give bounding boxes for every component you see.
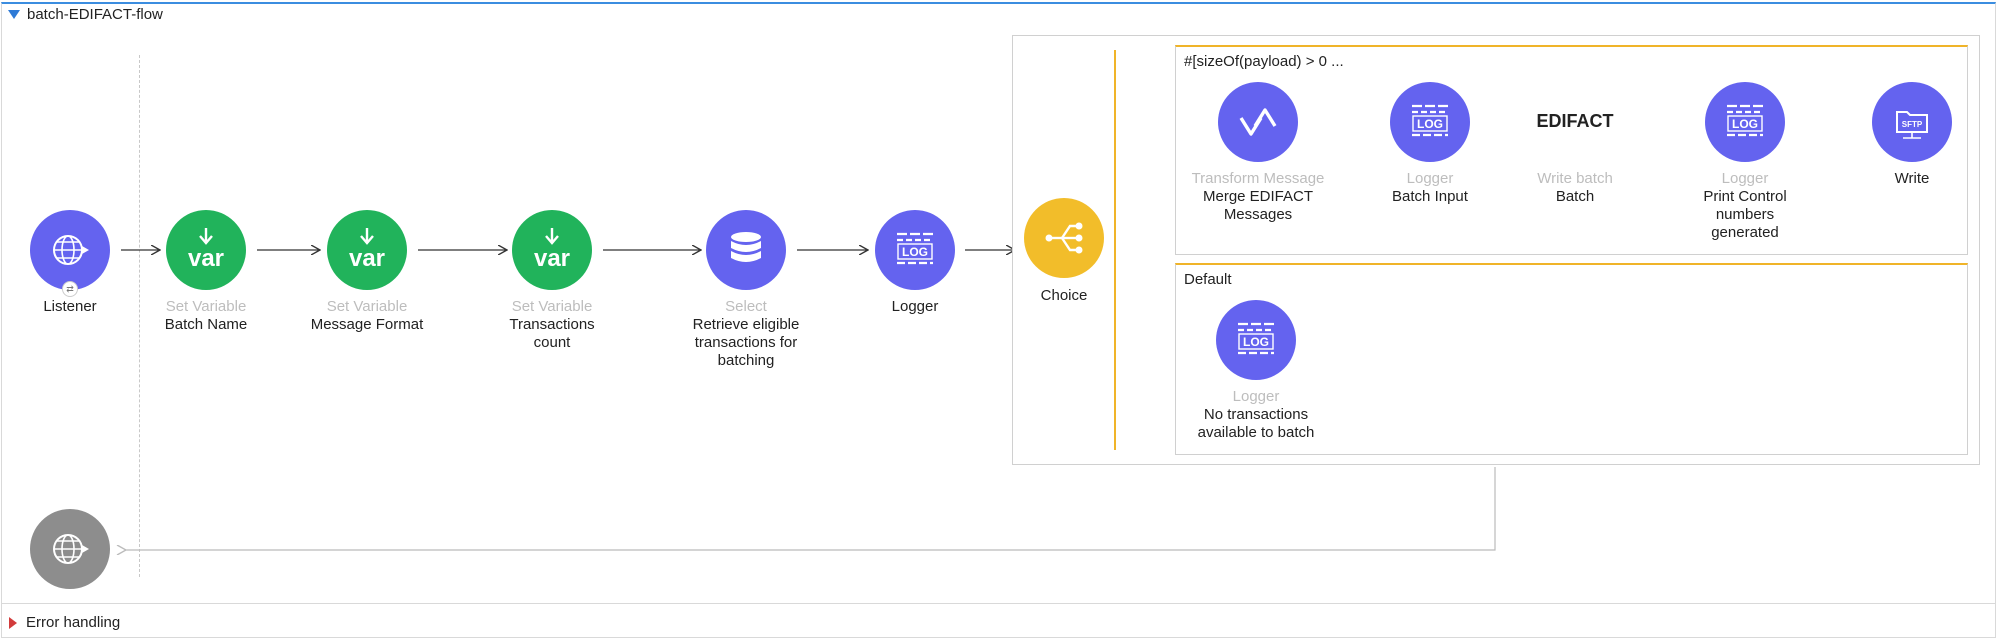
svg-text:SFTP: SFTP	[1902, 120, 1923, 129]
set-variable-batch-name-label: Set Variable Batch Name	[164, 298, 248, 333]
set-variable-batch-name-node[interactable]: var	[166, 210, 246, 290]
choice-branch-icon	[1045, 222, 1083, 254]
logger-label: Logger	[891, 298, 939, 315]
db-select-node[interactable]	[706, 210, 786, 290]
arrow-down-icon	[360, 228, 374, 245]
choice-route-bar	[1114, 50, 1116, 450]
log-icon: LOG	[897, 232, 933, 265]
transform-message-label: Transform Message Merge EDIFACT Messages	[1191, 170, 1325, 223]
logger-print-control-node[interactable]: LOG	[1705, 82, 1785, 162]
logger-batch-input-node[interactable]: LOG	[1390, 82, 1470, 162]
globe-icon	[53, 534, 89, 564]
route-default[interactable]: Default	[1175, 263, 1968, 455]
choice-router-container	[1012, 35, 1980, 465]
route-default-condition: Default	[1184, 271, 1232, 288]
logger-no-transactions-node[interactable]: LOG	[1216, 300, 1296, 380]
database-icon	[731, 232, 761, 262]
source-divider	[139, 55, 140, 577]
flow-header[interactable]: batch-EDIFACT-flow	[8, 6, 163, 23]
return-path	[125, 467, 1496, 550]
var-icon: var	[533, 245, 571, 272]
logger-no-transactions-label: Logger No transactions available to batc…	[1197, 388, 1315, 441]
set-variable-transactions-count-node[interactable]: var	[512, 210, 592, 290]
response-node[interactable]	[30, 509, 110, 589]
flow-name: batch-EDIFACT-flow	[27, 6, 163, 23]
globe-icon	[53, 235, 89, 265]
choice-label: Choice	[1040, 287, 1088, 304]
set-variable-transactions-count-label: Set Variable Transactions count	[509, 298, 595, 351]
arrow-down-icon	[199, 228, 213, 245]
log-icon: LOG	[1727, 104, 1763, 137]
transform-icon	[1239, 108, 1277, 136]
error-handling-label: Error handling	[26, 614, 121, 631]
db-select-label: Select Retrieve eligible transactions fo…	[692, 298, 800, 369]
edifact-write-batch-icon[interactable]: EDIFACT	[1536, 111, 1614, 131]
sftp-write-label: Write	[1894, 170, 1930, 187]
var-icon: var	[348, 245, 386, 272]
sync-badge-icon: ⇄	[62, 281, 78, 297]
logger-node[interactable]: LOG	[875, 210, 955, 290]
svg-text:LOG: LOG	[902, 245, 928, 259]
sftp-write-node[interactable]: SFTP	[1872, 82, 1952, 162]
svg-text:LOG: LOG	[1243, 335, 1269, 349]
log-icon: LOG	[1412, 104, 1448, 137]
sftp-icon: SFTP	[1896, 111, 1928, 139]
logger-print-control-label: Logger Print Control numbers generated	[1703, 170, 1787, 241]
set-variable-message-format-node[interactable]: var	[327, 210, 407, 290]
transform-message-node[interactable]	[1218, 82, 1298, 162]
error-handling-section[interactable]: Error handling	[1, 603, 1996, 638]
svg-text:LOG: LOG	[1732, 117, 1758, 131]
write-batch-label: Write batch Batch	[1537, 170, 1613, 205]
logger-batch-input-label: Logger Batch Input	[1392, 170, 1468, 205]
route-when[interactable]: #[sizeOf(payload) > 0 ...	[1175, 45, 1968, 255]
route-when-condition: #[sizeOf(payload) > 0 ...	[1184, 53, 1344, 70]
listener-node[interactable]	[30, 210, 110, 290]
collapse-triangle-icon[interactable]	[8, 10, 20, 19]
arrow-down-icon	[545, 228, 559, 245]
choice-node[interactable]	[1024, 198, 1104, 278]
expand-triangle-icon[interactable]	[9, 616, 17, 629]
listener-label: Listener	[43, 298, 97, 315]
log-icon: LOG	[1238, 322, 1274, 355]
svg-text:LOG: LOG	[1417, 117, 1443, 131]
var-icon: var	[187, 245, 225, 272]
set-variable-message-format-label: Set Variable Message Format	[310, 298, 424, 333]
